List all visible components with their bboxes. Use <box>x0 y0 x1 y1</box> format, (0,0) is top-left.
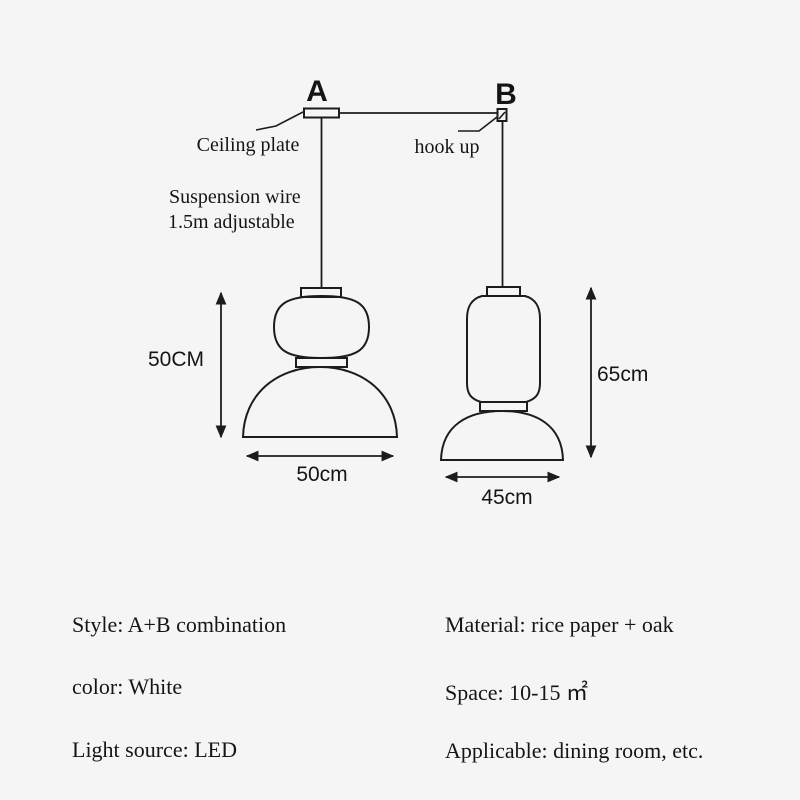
suspension-wire-label-line2: 1.5m adjustable <box>168 211 295 233</box>
ceiling-plate-label: Ceiling plate <box>197 134 300 156</box>
pendant-a-height-value: 50CM <box>148 348 204 371</box>
spec-style: Style: A+B combination <box>72 612 287 637</box>
pendant-b-dome-shade <box>439 409 565 461</box>
pendant-b-height-value: 65cm <box>597 363 648 386</box>
pendant-b-width-value: 45cm <box>481 486 532 509</box>
spec-applicable: Applicable: dining room, etc. <box>445 738 704 763</box>
ceiling-plate-leader-line <box>255 111 304 131</box>
hook-up-leader-line <box>458 116 498 132</box>
spec-space: Space: 10-15 ㎡ <box>445 680 588 705</box>
spec-light-source: Light source: LED <box>72 737 237 762</box>
pendant-b-lantern-body <box>466 295 541 403</box>
suspension-wire-label-line1: Suspension wire <box>169 186 301 208</box>
ceiling-plate <box>303 107 340 119</box>
pendant-b-cap <box>486 286 521 297</box>
pendant-a-width-value: 50cm <box>296 463 347 486</box>
hook-up-label: hook up <box>415 136 480 158</box>
spec-color: color: White <box>72 674 183 699</box>
pendant-a-label: A <box>306 75 328 108</box>
pendant-a-dome-shade <box>241 365 399 438</box>
pendant-b-label: B <box>495 78 517 111</box>
pendant-a-neck <box>295 357 348 368</box>
hook-detail-line <box>498 111 506 120</box>
pendant-b-neck <box>479 401 528 412</box>
spec-material: Material: rice paper + oak <box>445 612 674 637</box>
pendant-a-globe <box>272 294 371 360</box>
